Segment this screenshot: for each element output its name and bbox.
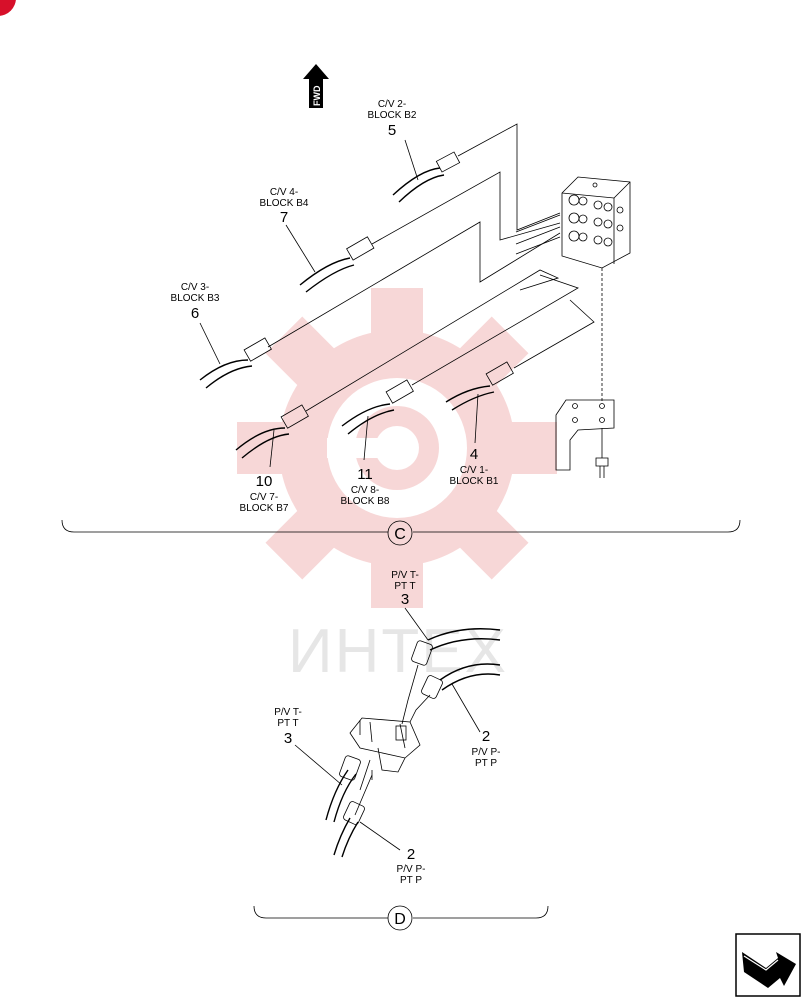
hose-5: [392, 151, 461, 203]
callout-3-upper-number: 3: [401, 591, 409, 608]
callout-3-upper-line2: PT T: [394, 581, 415, 592]
callout-11-number: 11: [357, 466, 373, 483]
callout-11-line1: C/V 8-: [351, 485, 379, 496]
callout-6-number: 6: [191, 305, 199, 322]
routing-lines: [267, 123, 595, 412]
routing-lines-d: [354, 664, 431, 816]
callout-2-lower-line2: PT P: [400, 875, 422, 886]
view-c-divider: C: [61, 519, 741, 546]
hose-7: [299, 236, 375, 293]
callout-5-line1: C/V 2-: [378, 99, 406, 110]
hose-3-lower: [325, 755, 361, 823]
callout-10-number: 10: [256, 473, 273, 490]
hose-10: [235, 404, 309, 459]
hose-6: [199, 337, 272, 389]
callout-7-line2: BLOCK B4: [260, 198, 309, 209]
callout-2-upper-line1: P/V P-: [472, 747, 501, 758]
hose-4: [445, 361, 514, 411]
watermark-logo: [237, 288, 557, 608]
view-d-marker: D: [394, 911, 406, 928]
callout-3-upper-line1: P/V T-: [391, 570, 419, 581]
control-valve-block: [561, 176, 631, 269]
callout-3-lower-line1: P/V T-: [274, 707, 302, 718]
callout-6-line2: BLOCK B3: [171, 293, 220, 304]
hose-11: [341, 379, 414, 435]
hose-2-upper: [421, 663, 501, 699]
callout-7-line1: C/V 4-: [270, 187, 298, 198]
callouts-view-c: C/V 2- BLOCK B2 5 C/V 4- BLOCK B4 7 C/V …: [171, 99, 499, 514]
callout-4-line1: C/V 1-: [460, 465, 488, 476]
hose-2-lower: [333, 801, 365, 858]
view-c-marker: C: [394, 526, 406, 543]
leader-lines-d: [294, 607, 481, 851]
callout-4-line2: BLOCK B1: [450, 476, 499, 487]
pilot-valve-assembly: [349, 717, 421, 780]
view-d-divider: D: [253, 905, 549, 931]
callout-7-number: 7: [280, 209, 288, 226]
forward-label: FWD: [312, 85, 322, 106]
callouts-view-d: P/V T- PT T 3 P/V T- PT T 3 2 P/V P- PT …: [274, 570, 500, 886]
callout-4-number: 4: [470, 446, 478, 463]
callout-5-number: 5: [388, 122, 396, 139]
callout-11-line2: BLOCK B8: [341, 496, 390, 507]
callout-10-line2: BLOCK B7: [240, 503, 289, 514]
next-page-arrow-icon[interactable]: [735, 933, 801, 997]
callout-10-line1: C/V 7-: [250, 492, 278, 503]
callout-2-upper-number: 2: [482, 728, 490, 745]
callout-2-lower-number: 2: [407, 846, 415, 863]
callout-6-line1: C/V 3-: [181, 282, 209, 293]
mounting-bolt: [595, 457, 609, 478]
callout-5-line2: BLOCK B2: [368, 110, 417, 121]
hose-3-upper: [411, 628, 501, 666]
callout-2-lower-line1: P/V P-: [397, 864, 426, 875]
mounting-bracket: [555, 399, 615, 471]
callout-3-lower-number: 3: [284, 730, 292, 747]
forward-arrow-icon: FWD: [303, 64, 329, 108]
corner-mark: [0, 0, 16, 16]
callout-2-upper-line2: PT P: [475, 758, 497, 769]
leader-lines-c: [199, 139, 479, 468]
callout-3-lower-line2: PT T: [277, 718, 298, 729]
